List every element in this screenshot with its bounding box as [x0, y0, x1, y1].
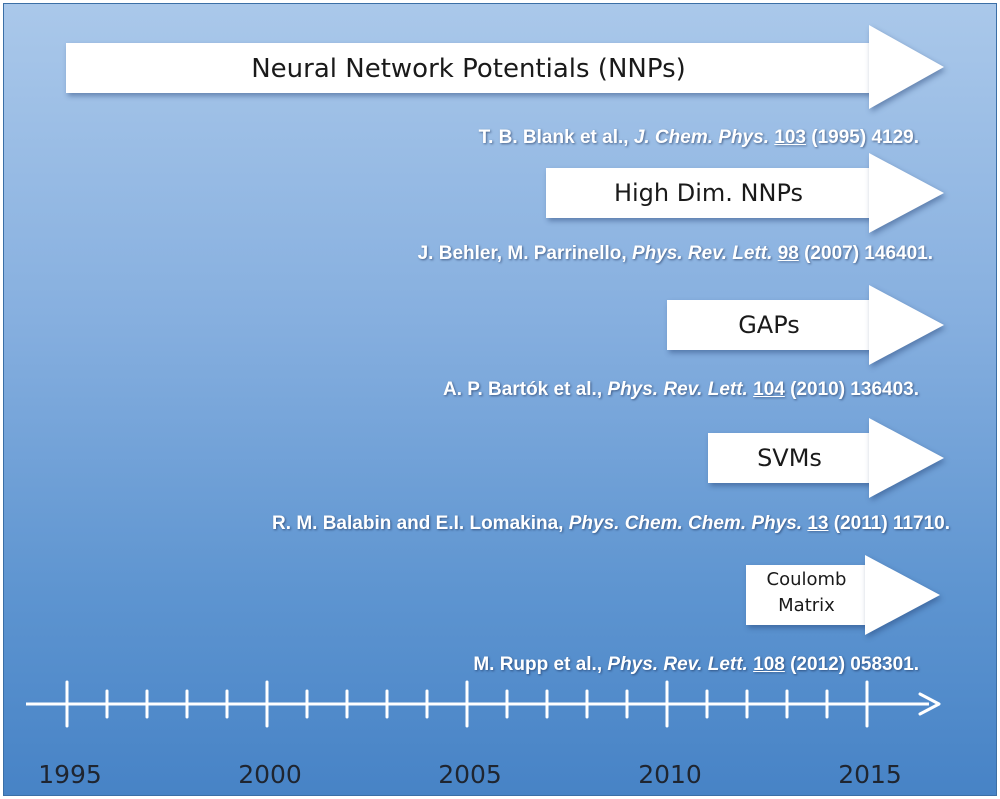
arrow-gaps: GAPs	[667, 285, 944, 365]
arrow-label-gaps: GAPs	[738, 311, 800, 339]
reference-balabin-2011: R. M. Balabin and E.I. Lomakina, Phys. C…	[272, 513, 950, 534]
year-label-2010: 2010	[638, 760, 702, 789]
year-label-2015: 2015	[838, 760, 902, 789]
reference-rupp-2012: M. Rupp et al., Phys. Rev. Lett. 108 (20…	[473, 654, 919, 675]
arrow-label-matrix: Matrix	[778, 595, 835, 616]
year-label-2005: 2005	[438, 760, 502, 789]
arrow-label-nnps: Neural Network Potentials (NNPs)	[251, 54, 686, 84]
arrow-svms: SVMs	[708, 418, 944, 498]
reference-behler-2007: J. Behler, M. Parrinello, Phys. Rev. Let…	[417, 243, 933, 264]
diagram-canvas: Neural Network Potentials (NNPs) T. B. B…	[3, 3, 997, 796]
arrow-label-coulomb: Coulomb	[766, 569, 847, 590]
arrow-high-dim-nnps: High Dim. NNPs	[546, 153, 944, 233]
arrow-label-svms: SVMs	[757, 444, 822, 472]
arrow-nnps: Neural Network Potentials (NNPs)	[66, 25, 944, 109]
arrow-label-high-dim-nnps: High Dim. NNPs	[613, 179, 804, 207]
reference-blank-1995: T. B. Blank et al., J. Chem. Phys. 103 (…	[478, 127, 919, 148]
year-label-2000: 2000	[238, 760, 302, 789]
reference-bartok-2010: A. P. Bartók et al., Phys. Rev. Lett. 10…	[443, 379, 919, 400]
timeline-axis	[26, 680, 941, 728]
year-label-1995: 1995	[38, 760, 102, 789]
arrow-coulomb-matrix: Coulomb Matrix	[746, 555, 942, 635]
timeline-arrowhead	[918, 692, 941, 716]
